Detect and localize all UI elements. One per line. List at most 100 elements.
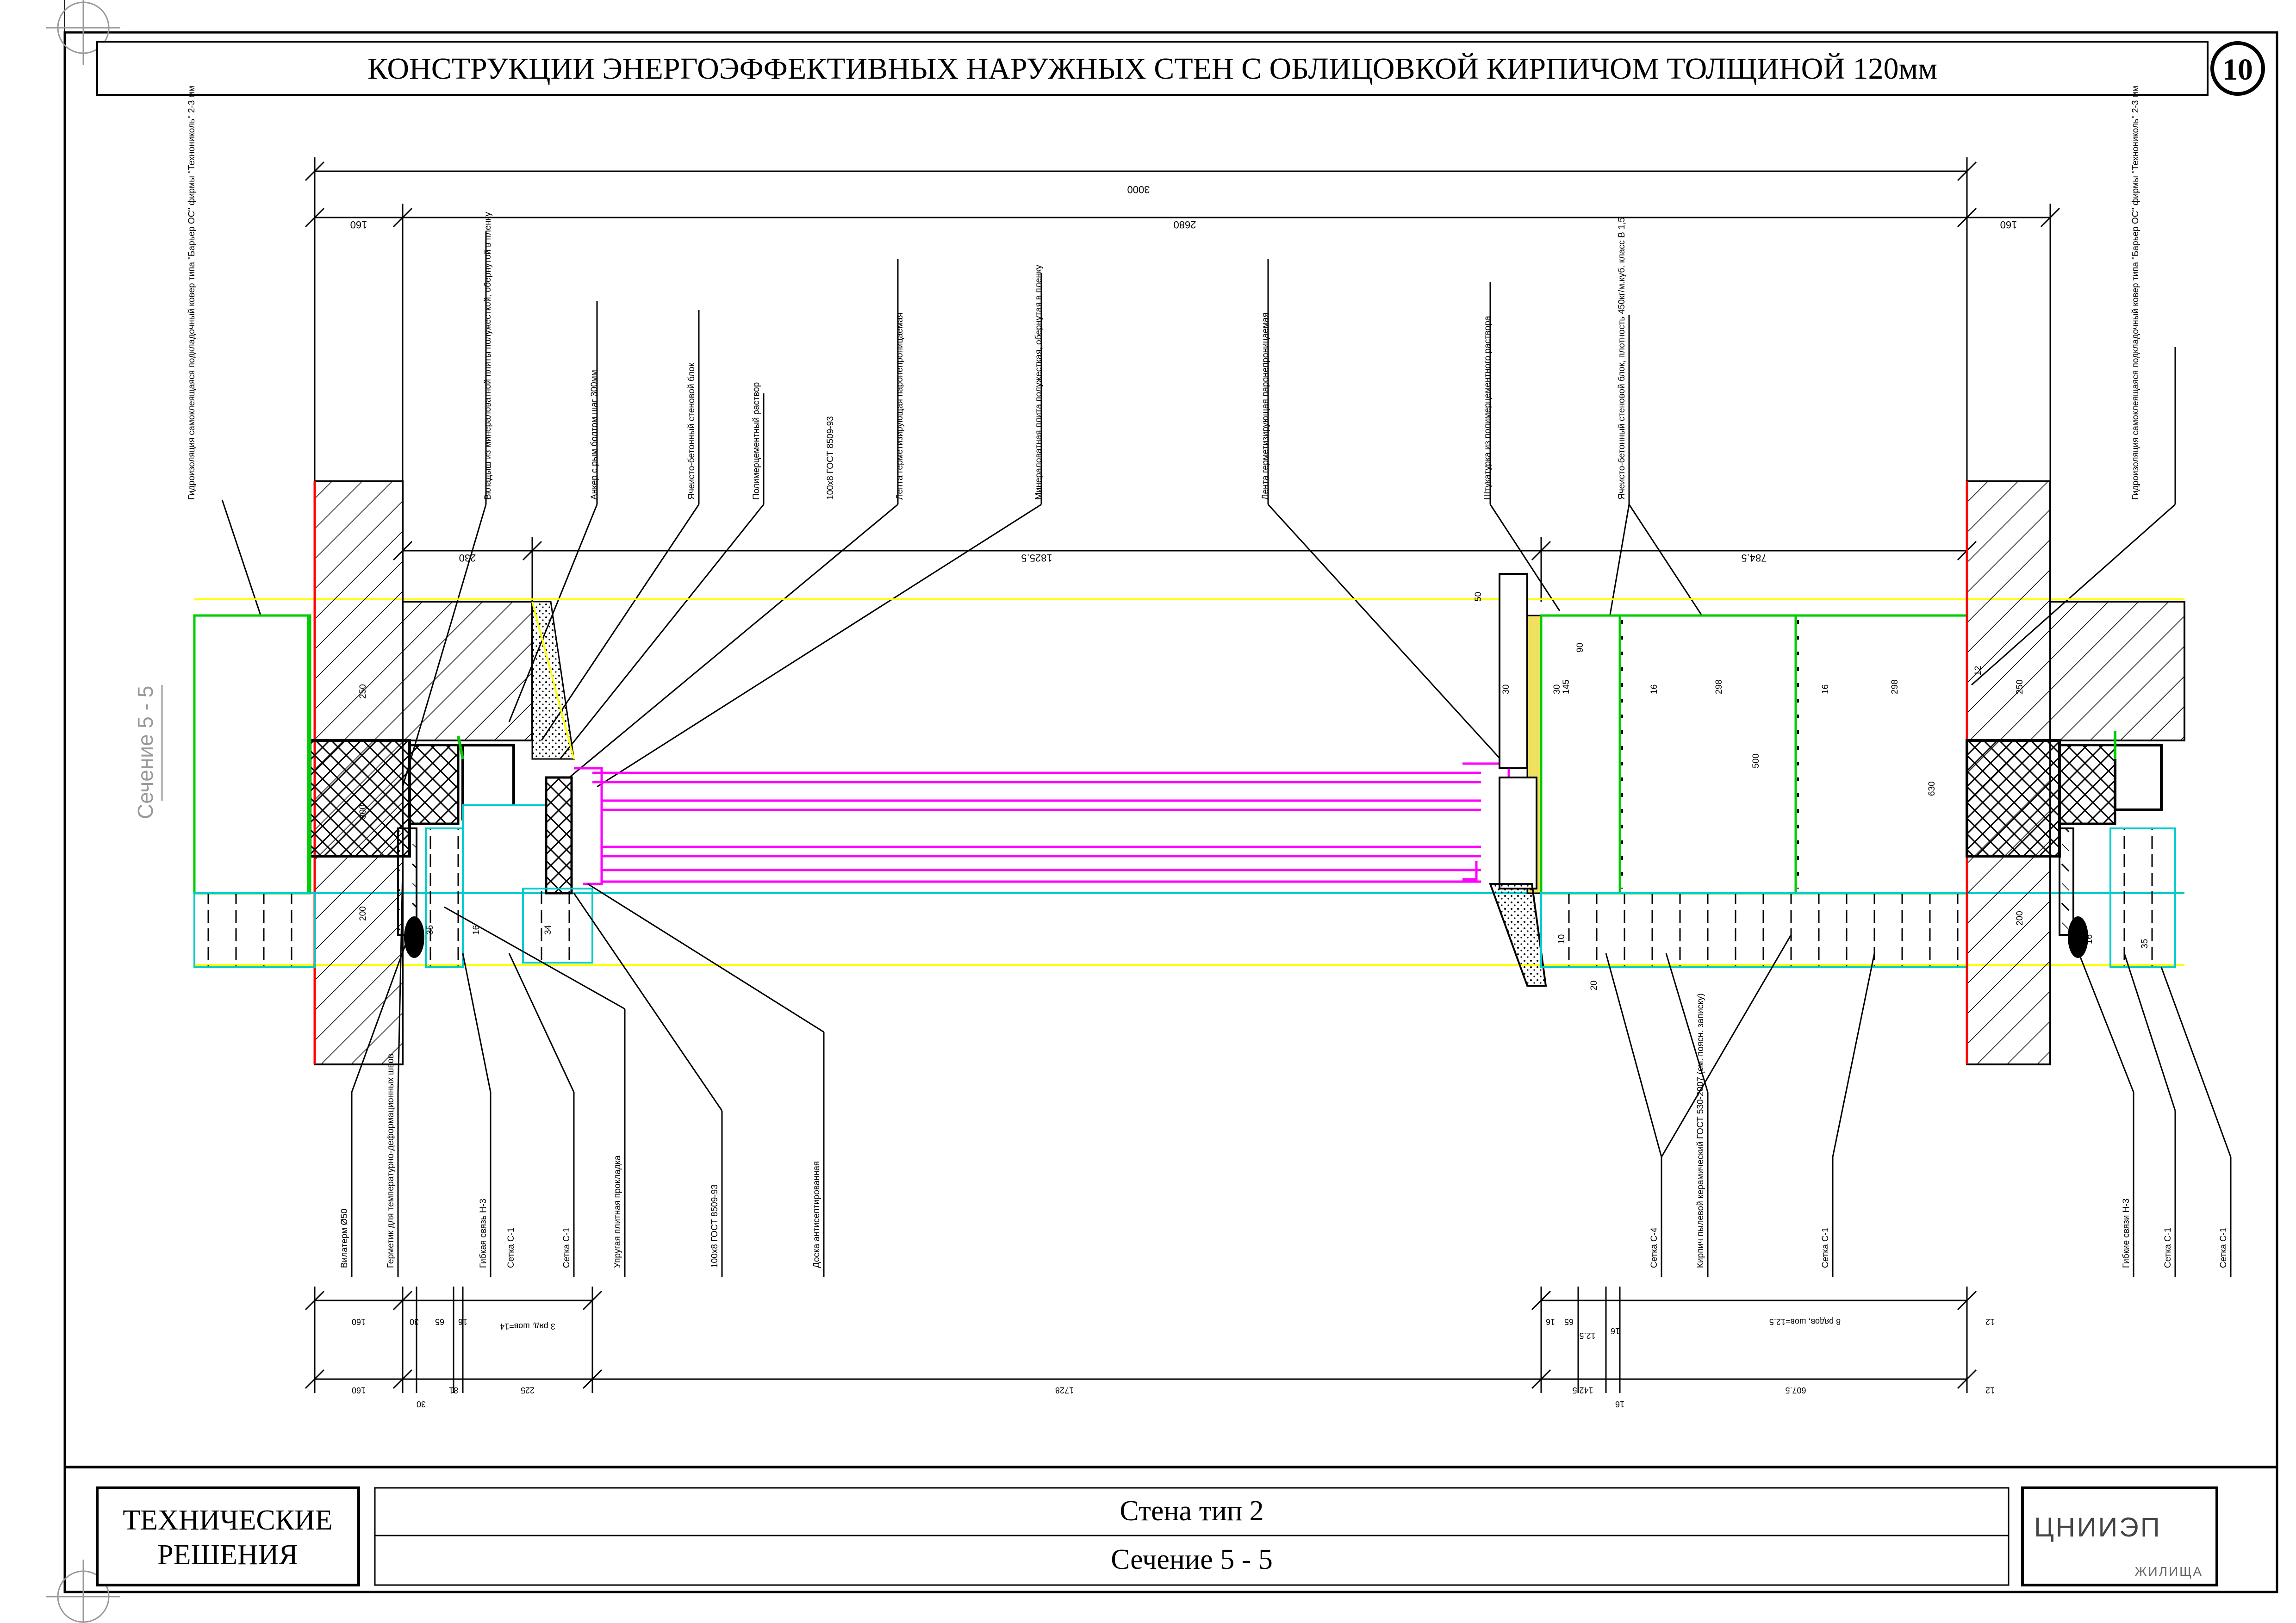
dim-inner-right: 784.5 [1741, 552, 1767, 564]
dim-b1-2: 65 [435, 1317, 444, 1326]
dim-b1-4: 3 ряд. шов=14 [500, 1322, 555, 1331]
top-dimension-labels: 3000 160 2680 160 230 1825.5 784.5 [350, 184, 2017, 564]
inner-dim-3: 200 [358, 906, 368, 921]
inner-dim-4: 35 [425, 925, 435, 935]
dim-total: 3000 [1127, 184, 1150, 195]
inner-dim-2: 300 [358, 804, 368, 819]
callout-sealant: Герметик для температурно-деформационных… [386, 1054, 396, 1268]
callout-mineral-insert: Вкладыш из минераловатной плиты полужест… [483, 212, 493, 500]
dim-b2-0: 160 [352, 1386, 366, 1395]
sheet-frame [46, 0, 2278, 1623]
callout-aerated-block-left: Ячеисто-бетонный стеновой блок [687, 362, 697, 500]
callout-seal-tape-right: Лента герметизирующая паронепроницаемая [1261, 312, 1270, 500]
dim-b2-5: 142.5 [1572, 1386, 1593, 1395]
callout-seal-tape-left: Лента герметизирующая паронепроницаемая [895, 312, 905, 500]
inner-dim-17: 630 [1927, 781, 1937, 796]
callout-vilaterm: Вилатерм Ø50 [340, 1209, 349, 1268]
dim-b1-0: 160 [352, 1317, 366, 1326]
inner-dim-12: 16 [1649, 684, 1659, 694]
callout-polymer-mortar: Полимерцементный раствор [752, 382, 761, 500]
inner-dim-10: 145 [1562, 679, 1571, 694]
inner-dim-24: 16 [2084, 934, 2094, 944]
inner-dim-7: 50 [1474, 592, 1483, 602]
bottom-dimensions [305, 1287, 1977, 1393]
dim-b1-5: 16 [1546, 1317, 1555, 1326]
callout-texts-top: Гидроизоляция самоклеящаяся подкладочный… [187, 86, 2140, 500]
callout-mesh-2: Сетка С-1 [562, 1227, 572, 1268]
bottom-dimension-labels-row2: 160 30 81 225 1728 142.5 16 607.5 12 [352, 1386, 1995, 1409]
callout-flex-tie-left: Гибкая связь Н-3 [479, 1199, 488, 1268]
right-window-frame [1489, 573, 1547, 987]
title-block-center-2: Сечение 5 - 5 [1111, 1544, 1273, 1575]
title-block: ТЕХНИЧЕСКИЕ РЕШЕНИЯ Стена тип 2 Сечение … [65, 1466, 2277, 1586]
dim-b2-3: 225 [521, 1386, 535, 1395]
inner-dim-6: 34 [543, 925, 553, 935]
callout-brick: Кирпич пылевой керамический ГОСТ 530-200… [1696, 993, 1705, 1268]
callout-mesh-3: Сетка С-1 [1821, 1227, 1830, 1268]
dim-left: 160 [350, 219, 367, 230]
dim-b1-1: 30 [410, 1317, 419, 1326]
sheet-title: КОНСТРУКЦИИ ЭНЕРГОЭФФЕКТИВНЫХ НАРУЖНЫХ С… [367, 52, 1937, 86]
callout-mesh-1: Сетка С-1 [506, 1227, 516, 1268]
glazing-unit [574, 762, 1510, 885]
callout-leaders-bottom [351, 870, 2232, 1277]
dim-right: 160 [2000, 219, 2017, 230]
dim-b2-1: 30 [417, 1399, 426, 1409]
section-label: Сечение 5 - 5 [133, 686, 157, 819]
dim-inner-left: 1825.5 [1021, 552, 1052, 564]
dim-b1-9: 8 рядов, шов=12.5 [1769, 1317, 1841, 1326]
title-block-left-1: ТЕХНИЧЕСКИЕ [123, 1505, 333, 1536]
page-number: 10 [2222, 53, 2253, 87]
inner-dim-8: 30 [1501, 684, 1511, 694]
inner-dim-5: 16 [472, 925, 481, 935]
inner-dim-1: 250 [358, 684, 368, 699]
inner-dim-13: 298 [1714, 679, 1724, 694]
dim-b1-6: 65 [1564, 1317, 1574, 1326]
dim-middle: 2680 [1174, 219, 1196, 230]
dim-b2-6: 16 [1615, 1399, 1624, 1409]
title-block-center-1: Стена тип 2 [1120, 1495, 1263, 1527]
inner-dim-20: 12 [1973, 666, 1983, 676]
inner-dim-14: 16 [1821, 684, 1830, 694]
dim-b1-10: 12 [1985, 1317, 1995, 1326]
inner-dimensions: 250 300 200 35 16 34 50 30 90 145 30 16 … [358, 592, 2150, 990]
callout-plaster: Штукатурка из полимерцементного раствора [1483, 316, 1493, 500]
dim-inner-offset: 230 [459, 552, 476, 564]
dim-b2-4: 1728 [1055, 1386, 1074, 1395]
left-wall [193, 480, 533, 1065]
dim-b2-8: 12 [1985, 1386, 1995, 1395]
callout-hydro-left: Гидроизоляция самоклеящаяся подкладочный… [187, 86, 197, 500]
callout-aerated-block-right: Ячеисто-бетонный стеновой блок, плотност… [1617, 217, 1627, 500]
dim-b2-2: 81 [449, 1386, 458, 1395]
dim-b1-3: 16 [458, 1317, 467, 1326]
bottom-dimension-labels-row1: 160 30 65 16 3 ряд. шов=14 16 65 12.5 16… [352, 1317, 1995, 1340]
callout-elastic-gasket: Упругая плитная прокладка [613, 1155, 622, 1268]
inner-dim-18: 10 [1557, 934, 1567, 944]
inner-dim-22: 200 [2015, 911, 2025, 926]
callout-mesh-5: Сетка С-1 [2219, 1227, 2228, 1268]
title-bar: КОНСТРУКЦИИ ЭНЕРГОЭФФЕКТИВНЫХ НАРУЖНЫХ С… [96, 41, 2265, 96]
inner-dim-23: 35 [2140, 939, 2150, 949]
callout-board: Доска антисептированная [812, 1161, 821, 1268]
inner-dim-19: 20 [1589, 981, 1599, 990]
left-window-frame [457, 601, 593, 964]
dim-b1-8: 16 [1611, 1326, 1620, 1336]
callout-angle: 100x8 ГОСТ 8509-93 [826, 416, 835, 500]
callout-hydro-right: Гидроизоляция самоклеящаяся подкладочный… [2131, 86, 2140, 500]
page-number-badge [2210, 41, 2265, 96]
callout-texts-bottom: Вилатерм Ø50 Герметик для температурно-д… [340, 993, 2228, 1268]
inner-dim-16: 500 [1751, 753, 1761, 768]
callout-mineral-plate: Минераловатная плита полужесткая, оберну… [1034, 265, 1044, 500]
callout-mesh-4: Сетка С-1 [2163, 1227, 2173, 1268]
callout-anchor: Анкер с рым болтом шаг 300мм [590, 370, 599, 500]
callout-angle-bottom: 100x8 ГОСТ 8509-93 [710, 1184, 720, 1268]
inner-dim-21: 250 [2015, 679, 2025, 694]
callout-flex-ties-right: Гибкие связи Н-3 [2122, 1199, 2131, 1268]
inner-dim-11: 30 [1552, 684, 1562, 694]
title-block-left-2: РЕШЕНИЯ [157, 1539, 298, 1571]
inner-dim-9: 90 [1575, 643, 1585, 653]
right-aerated-blocks [1540, 614, 1968, 968]
dim-b1-7: 12.5 [1579, 1331, 1595, 1340]
inner-dim-15: 298 [1890, 679, 1900, 694]
